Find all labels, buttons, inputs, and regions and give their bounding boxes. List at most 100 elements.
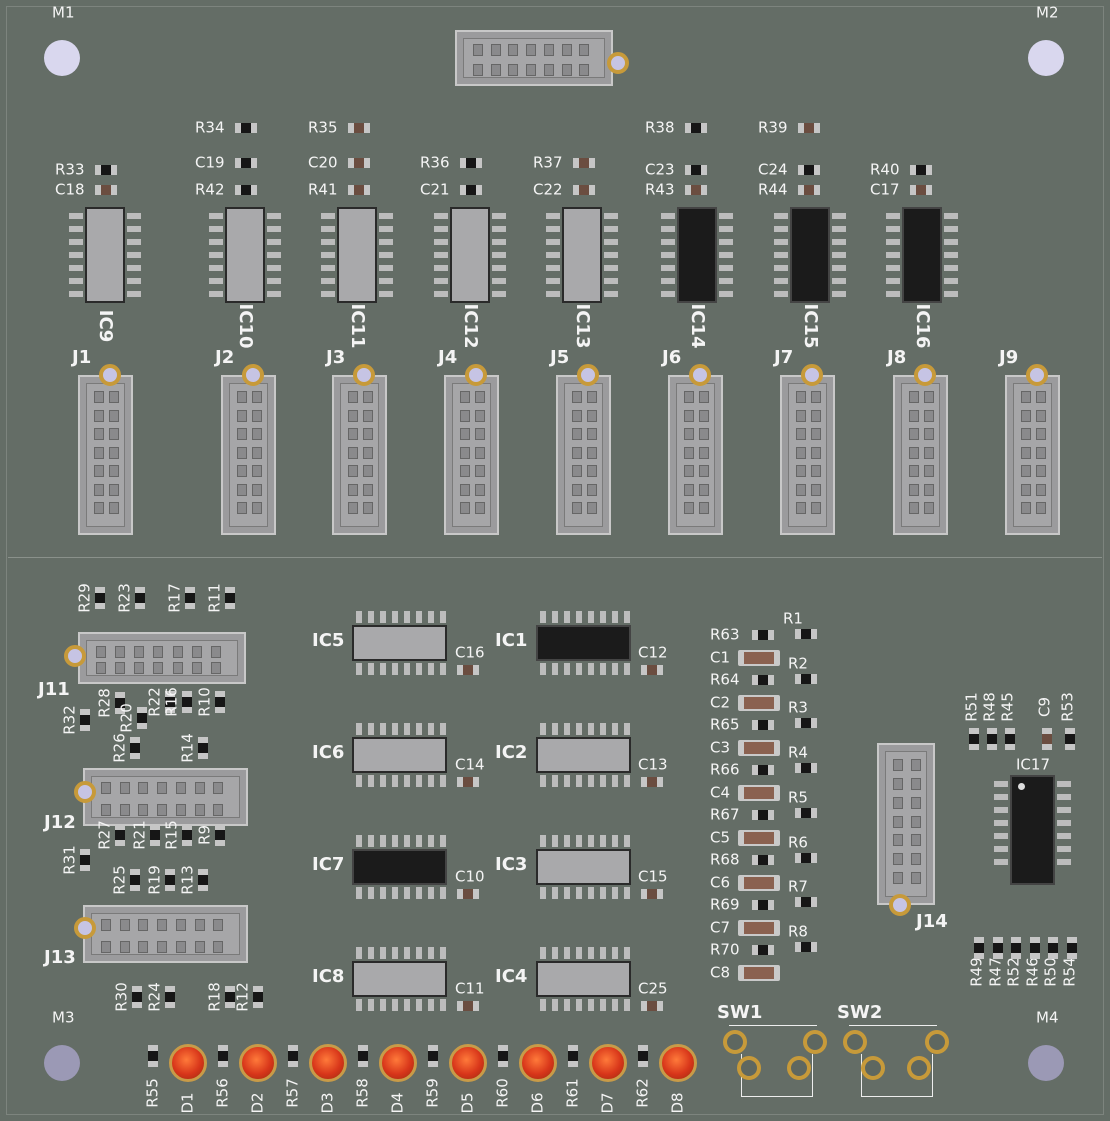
passive-label: R63 — [710, 625, 740, 644]
led-label: D3 — [318, 1092, 337, 1114]
resistor — [80, 849, 90, 871]
top-header-connector[interactable] — [455, 30, 613, 86]
ic-pin — [719, 291, 733, 297]
passive-label: R45 — [998, 692, 1017, 722]
ic-pin — [321, 252, 335, 258]
connector-j11[interactable] — [78, 632, 246, 684]
resistor-label: R6 — [788, 833, 808, 851]
ic-pin — [774, 226, 788, 232]
ic-pin — [440, 887, 446, 899]
ic-pin — [588, 947, 594, 959]
passive-label: R43 — [645, 180, 675, 199]
connector-j6[interactable] — [668, 375, 723, 535]
connector-j7[interactable] — [780, 375, 835, 535]
connector-j4[interactable] — [444, 375, 499, 535]
connector-label: J12 — [44, 812, 76, 833]
passive-component — [348, 185, 370, 195]
passive-component — [235, 158, 257, 168]
connector-j3[interactable] — [332, 375, 387, 535]
passive-component — [910, 185, 932, 195]
ic-pin — [321, 213, 335, 219]
ic-13 — [562, 207, 602, 303]
ic-bottom — [352, 849, 447, 885]
passive-label: C19 — [195, 153, 225, 172]
ic-pin — [546, 265, 560, 271]
ic-label: IC14 — [687, 303, 708, 349]
connector-j13[interactable] — [83, 905, 248, 963]
ic-pin — [994, 781, 1008, 787]
ic-pin — [886, 278, 900, 284]
ic-pin — [356, 663, 362, 675]
ic-pin — [392, 947, 398, 959]
capacitor-label: C14 — [455, 755, 485, 774]
ic-pin — [576, 663, 582, 675]
ic-pin — [564, 947, 570, 959]
pin1-pad — [99, 364, 121, 386]
ic-pin — [492, 252, 506, 258]
ic-pin — [886, 226, 900, 232]
pin1-pad — [889, 894, 911, 916]
ic-pin — [604, 265, 618, 271]
resistor-label: R20 — [117, 703, 136, 733]
connector-j12[interactable] — [83, 768, 248, 826]
ic-pin — [564, 835, 570, 847]
resistor — [752, 900, 774, 910]
resistor-label: R21 — [130, 820, 149, 850]
connector-j9[interactable] — [1005, 375, 1060, 535]
ic-pin — [612, 611, 618, 623]
passive-label: R35 — [308, 118, 338, 137]
connector-j5[interactable] — [556, 375, 611, 535]
passive-label: C6 — [710, 873, 731, 891]
ic-pin — [612, 999, 618, 1011]
ic-pin — [428, 947, 434, 959]
ic-pin — [69, 265, 83, 271]
ic-pin — [719, 265, 733, 271]
resistor — [428, 1045, 438, 1067]
ic-9 — [85, 207, 125, 303]
connector-j1[interactable] — [78, 375, 133, 535]
resistor — [225, 587, 235, 609]
passive-component — [460, 158, 482, 168]
ic-pin — [404, 947, 410, 959]
ic-pin — [440, 835, 446, 847]
ic-pin — [267, 252, 281, 258]
ic-16 — [902, 207, 942, 303]
ic-pin — [428, 887, 434, 899]
ic-pin — [832, 278, 846, 284]
ic-pin — [69, 226, 83, 232]
ic-pin — [719, 278, 733, 284]
capacitor — [738, 649, 780, 666]
connector-j8[interactable] — [893, 375, 948, 535]
resistor-label: R56 — [213, 1078, 232, 1108]
ic-pin — [434, 278, 448, 284]
ic-pin — [434, 213, 448, 219]
pin1-pad — [914, 364, 936, 386]
ic-pin — [379, 213, 393, 219]
resistor — [218, 1045, 228, 1067]
ic-pin — [564, 887, 570, 899]
passive-component — [348, 123, 370, 133]
switch-pad — [843, 1030, 867, 1054]
ic-14 — [677, 207, 717, 303]
ic-pin — [368, 999, 374, 1011]
mounting-hole — [1028, 1045, 1064, 1081]
ic-pin — [624, 999, 630, 1011]
passive-label: C2 — [710, 693, 731, 711]
ic-pin — [600, 835, 606, 847]
connector-j2[interactable] — [221, 375, 276, 535]
capacitor — [641, 889, 663, 899]
led-label: D4 — [388, 1092, 407, 1114]
connector-j14[interactable] — [877, 743, 935, 905]
ic-12 — [450, 207, 490, 303]
ic-pin — [576, 835, 582, 847]
passive-label: R44 — [758, 180, 788, 199]
ic-pin — [127, 252, 141, 258]
passive-label: C23 — [645, 160, 675, 179]
switch-sw2[interactable] — [849, 1025, 937, 1097]
passive-component — [798, 165, 820, 175]
led-label: D2 — [248, 1092, 267, 1114]
ic-pin — [832, 226, 846, 232]
resistor-label: R19 — [145, 865, 164, 895]
ic-pin — [612, 723, 618, 735]
ic-pin — [661, 265, 675, 271]
